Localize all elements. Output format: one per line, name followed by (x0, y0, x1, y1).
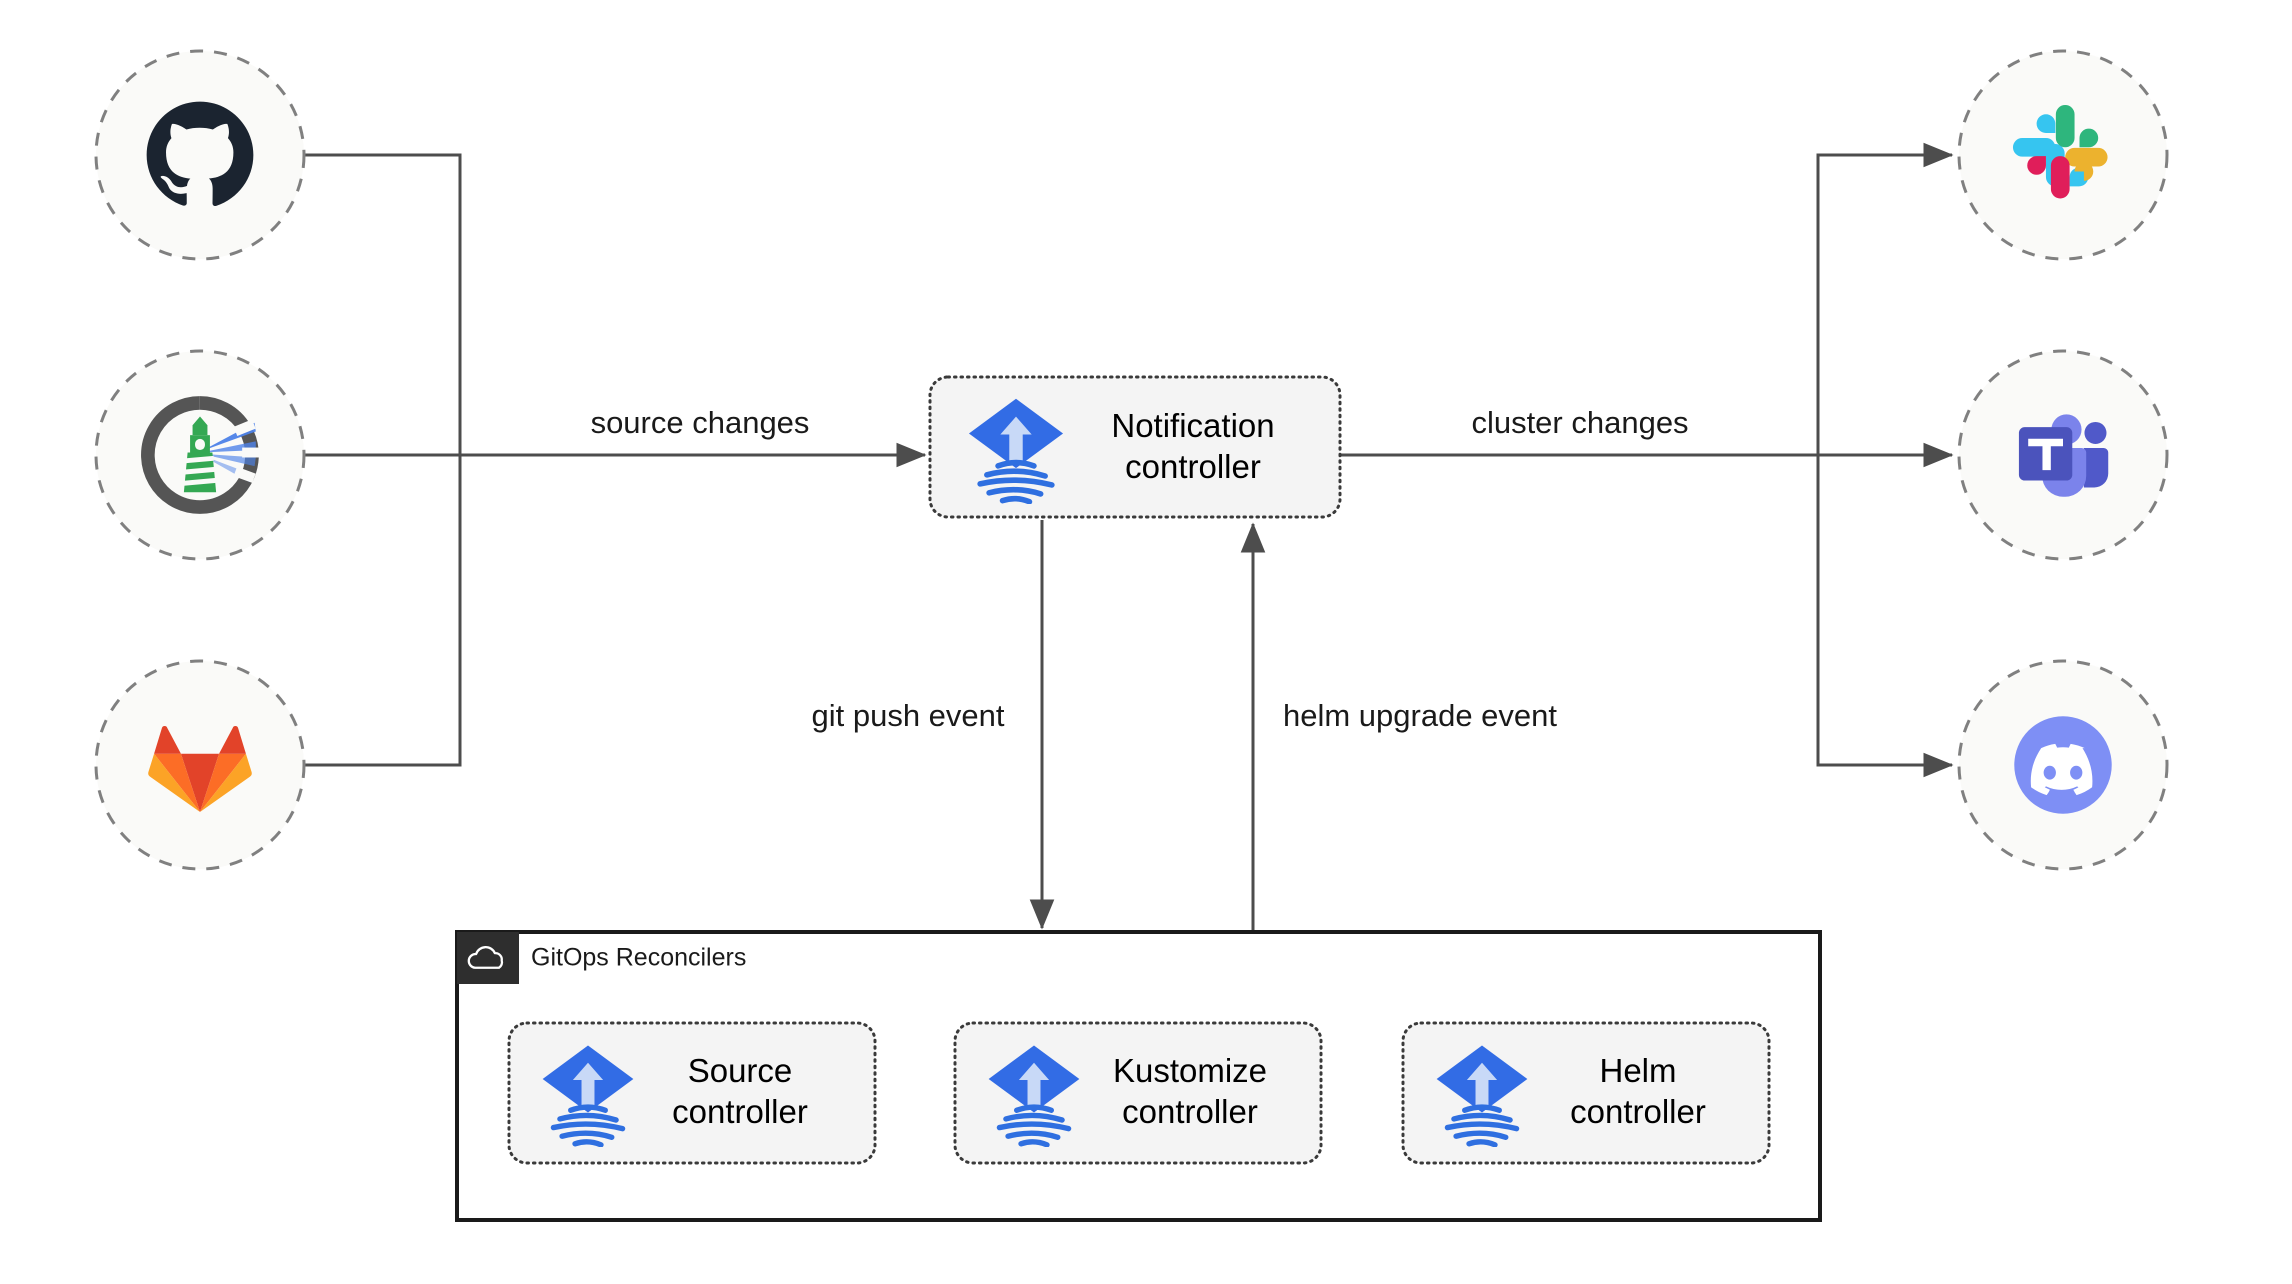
source-controller-label-line1: Source (688, 1052, 793, 1089)
destination-node-slack[interactable] (1957, 49, 2169, 261)
helm-controller-label-line1: Helm (1599, 1052, 1676, 1089)
edge-gitlab-to-bus (305, 455, 462, 767)
edge-bus-to-slack (1816, 142, 1954, 455)
edge-label-cluster-changes: cluster changes (1471, 405, 1688, 440)
helm-controller-node[interactable]: Helm controller (1401, 1021, 1771, 1165)
destination-node-teams[interactable] (1957, 349, 2169, 561)
kustomize-controller-label-line1: Kustomize (1113, 1052, 1267, 1089)
edge-label-git-push-event: git push event (811, 698, 1004, 733)
source-node-flux[interactable] (94, 349, 306, 561)
edge-label-source-changes: source changes (591, 405, 810, 440)
gitops-reconcilers-badge (457, 932, 519, 984)
kustomize-controller-label-line2: controller (1122, 1093, 1258, 1130)
destination-node-discord[interactable] (1957, 659, 2169, 871)
source-controller-label-line2: controller (672, 1093, 808, 1130)
edge-label-helm-upgrade-event: helm upgrade event (1283, 698, 1557, 733)
notification-controller-label-line2: controller (1125, 448, 1261, 485)
gitops-reconcilers-group: GitOps Reconcilers Source controller Kus… (455, 930, 1822, 1222)
edge-github-to-bus (305, 153, 462, 455)
gitops-reconcilers-label: GitOps Reconcilers (531, 944, 746, 972)
edge-label-layer: source changes cluster changes git push … (591, 405, 1689, 733)
discord-icon (2014, 716, 2112, 814)
notification-controller-label-line1: Notification (1111, 407, 1274, 444)
edge-bus-to-discord (1816, 455, 1954, 778)
notification-controller-node[interactable]: Notification controller (928, 375, 1342, 519)
helm-controller-label-line2: controller (1570, 1093, 1706, 1130)
source-node-gitlab[interactable] (94, 659, 306, 871)
source-controller-node[interactable]: Source controller (507, 1021, 877, 1165)
kustomize-controller-node[interactable]: Kustomize controller (953, 1021, 1323, 1165)
source-node-github[interactable] (94, 49, 306, 261)
source-circle-github (94, 49, 306, 261)
